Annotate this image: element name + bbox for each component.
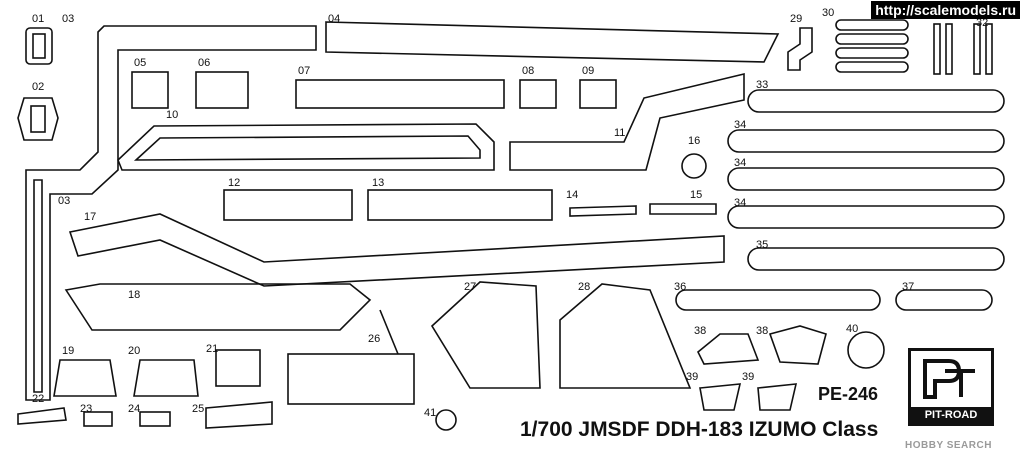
label-34b: 34 xyxy=(734,157,747,169)
label-30: 30 xyxy=(822,7,835,19)
label-21: 21 xyxy=(206,343,219,355)
part-38b xyxy=(768,325,827,365)
label-39b: 39 xyxy=(742,371,755,383)
sheet-title: 1/700 JMSDF DDH-183 IZUMO Class xyxy=(520,418,879,441)
part-39b xyxy=(757,383,798,411)
label-38b: 38 xyxy=(756,325,769,337)
part-38a xyxy=(696,333,760,365)
part-31 xyxy=(933,23,953,75)
part-24 xyxy=(139,411,171,427)
part-33 xyxy=(747,89,1005,113)
label-15: 15 xyxy=(690,189,703,201)
label-03: 03 xyxy=(62,13,75,25)
label-18: 18 xyxy=(128,289,141,301)
label-33: 33 xyxy=(756,79,769,91)
label-41: 41 xyxy=(424,407,437,419)
label-23: 23 xyxy=(80,403,93,415)
label-35: 35 xyxy=(756,239,769,251)
part-04 xyxy=(325,21,780,63)
label-09: 09 xyxy=(582,65,595,77)
label-32: 32 xyxy=(976,17,989,29)
watermark-url: http://scalemodels.ru xyxy=(871,1,1020,19)
part-35 xyxy=(747,247,1005,271)
part-06 xyxy=(195,71,249,109)
label-04: 04 xyxy=(328,13,341,25)
label-14: 14 xyxy=(566,189,579,201)
part-11 xyxy=(509,72,745,171)
part-12 xyxy=(223,189,353,221)
part-15 xyxy=(649,203,717,215)
label-40: 40 xyxy=(846,323,859,335)
part-02 xyxy=(17,97,59,141)
label-27: 27 xyxy=(464,281,477,293)
part-29 xyxy=(787,27,813,71)
label-11: 11 xyxy=(614,127,626,139)
part-21 xyxy=(215,349,261,387)
part-23 xyxy=(83,411,113,427)
label-17: 17 xyxy=(84,211,97,223)
label-28: 28 xyxy=(578,281,591,293)
part-37 xyxy=(895,289,993,311)
part-17 xyxy=(68,213,725,287)
part-01 xyxy=(25,27,53,65)
credit-text: HOBBY SEARCH xyxy=(905,440,992,451)
part-10 xyxy=(117,123,495,171)
part-32 xyxy=(973,23,993,75)
label-19: 19 xyxy=(62,345,75,357)
part-41 xyxy=(435,409,457,431)
label-07: 07 xyxy=(298,65,311,77)
label-38a: 38 xyxy=(694,325,707,337)
part-07 xyxy=(295,79,505,109)
label-01: 01 xyxy=(32,13,45,25)
part-39a xyxy=(699,383,742,411)
label-29: 29 xyxy=(790,13,803,25)
label-16: 16 xyxy=(688,135,701,147)
part-14 xyxy=(569,205,637,217)
label-10: 10 xyxy=(166,109,179,121)
part-30 xyxy=(835,19,909,73)
part-28 xyxy=(559,283,692,389)
label-36: 36 xyxy=(674,281,687,293)
label-22: 22 xyxy=(32,393,45,405)
label-06: 06 xyxy=(198,57,211,69)
label-03b: 03 xyxy=(58,195,71,207)
part-03-rail xyxy=(25,25,317,401)
part-18 xyxy=(64,283,372,331)
part-34a xyxy=(727,129,1005,153)
part-09 xyxy=(579,79,617,109)
label-25: 25 xyxy=(192,403,205,415)
part-25 xyxy=(205,401,273,429)
label-24: 24 xyxy=(128,403,141,415)
part-40 xyxy=(847,331,885,369)
part-34c xyxy=(727,205,1005,229)
product-code: PE-246 xyxy=(818,384,879,404)
part-22 xyxy=(17,407,67,425)
label-13: 13 xyxy=(372,177,385,189)
label-08: 08 xyxy=(522,65,535,77)
part-36 xyxy=(675,289,881,311)
part-26 xyxy=(287,309,415,405)
label-20: 20 xyxy=(128,345,141,357)
part-13 xyxy=(367,189,553,221)
label-02: 02 xyxy=(32,81,45,93)
part-20 xyxy=(133,359,199,397)
label-34a: 34 xyxy=(734,119,747,131)
part-27 xyxy=(430,281,541,389)
label-05: 05 xyxy=(134,57,147,69)
part-34b xyxy=(727,167,1005,191)
label-39a: 39 xyxy=(686,371,699,383)
label-26: 26 xyxy=(368,333,381,345)
logo-pt-mark xyxy=(923,359,975,399)
part-16 xyxy=(681,153,707,179)
part-08 xyxy=(519,79,557,109)
part-05 xyxy=(131,71,169,109)
brand-name: PIT-ROAD xyxy=(911,407,991,423)
label-12: 12 xyxy=(228,177,241,189)
label-34c: 34 xyxy=(734,197,747,209)
label-37: 37 xyxy=(902,281,915,293)
part-19 xyxy=(53,359,117,397)
pit-road-logo: PIT-ROAD xyxy=(908,348,994,426)
